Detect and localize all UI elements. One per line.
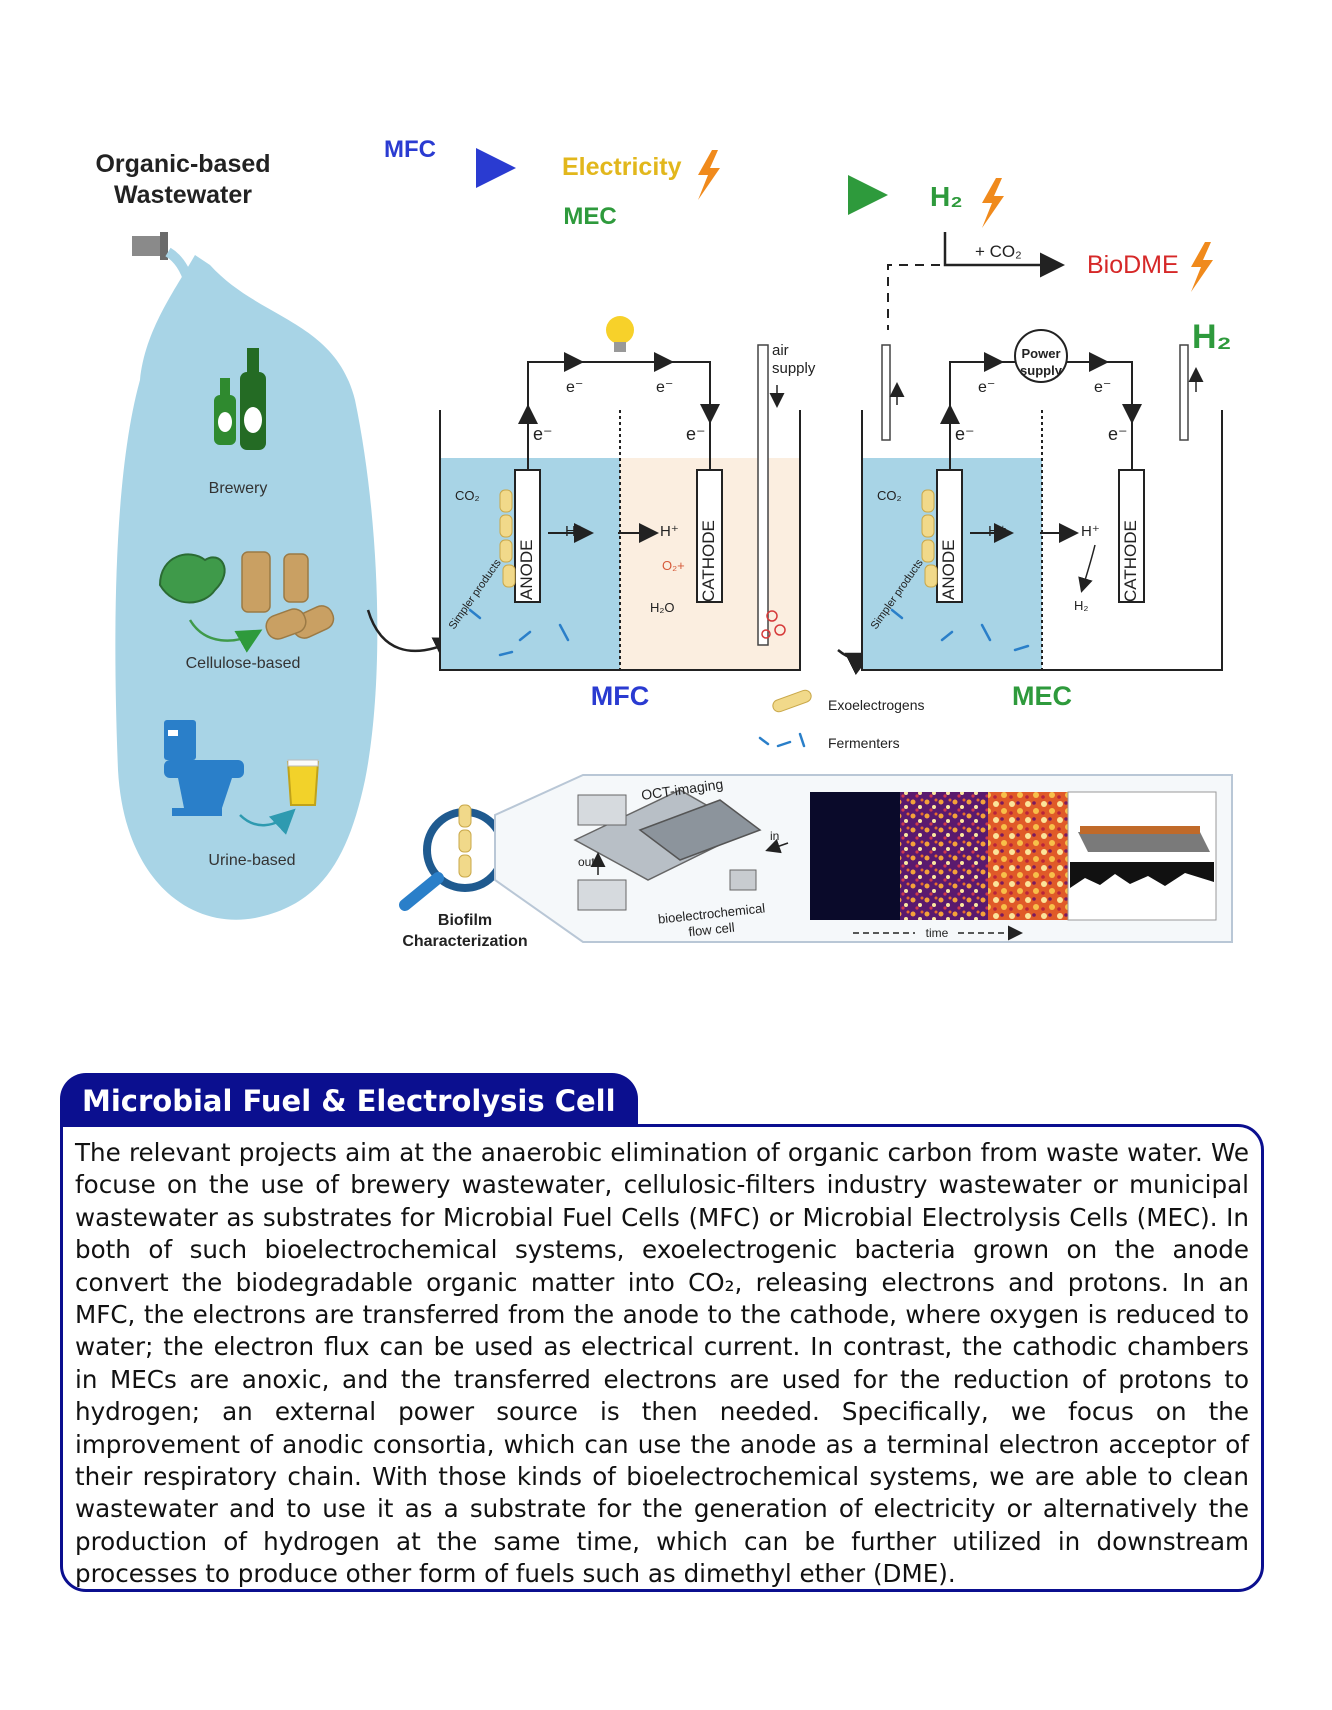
mec-title: MEC (1012, 681, 1072, 711)
svg-text:supply: supply (1020, 363, 1063, 378)
svg-text:Wastewater: Wastewater (114, 181, 252, 209)
svg-text:supply: supply (772, 360, 816, 377)
svg-text:e⁻: e⁻ (1108, 424, 1128, 444)
water-stream (165, 247, 195, 287)
h2-to-biodme-arrow (943, 232, 1065, 278)
svg-text:e⁻: e⁻ (1094, 379, 1111, 396)
lightning-icon (982, 178, 1004, 228)
svg-text:ANODE: ANODE (517, 540, 536, 600)
svg-text:flow cell: flow cell (688, 920, 736, 940)
magnifier-icon (399, 804, 507, 911)
source-urine: Urine-based (208, 852, 295, 869)
svg-text:Biofilm: Biofilm (438, 912, 492, 929)
flow-in-arrow (765, 838, 789, 854)
section-body-box: The relevant projects aim at the anaerob… (60, 1124, 1264, 1592)
svg-text:H⁺: H⁺ (988, 523, 1007, 540)
svg-text:CO₂: CO₂ (877, 488, 902, 503)
h2-top-label: H₂ (930, 181, 963, 212)
svg-text:H₂O: H₂O (650, 600, 675, 615)
flow-cell-device (573, 789, 762, 911)
mfc-mec-process-diagram: Organic-based Wastewater MFC Electricity… (95, 136, 1233, 950)
toilet-icon (164, 720, 244, 816)
co2-recycle-dashed-line (887, 264, 940, 330)
source-brewery: Brewery (209, 480, 268, 497)
svg-text:Organic-based: Organic-based (95, 150, 270, 178)
time-label: time (926, 926, 949, 940)
green-curve-arrow (188, 619, 263, 653)
leaf-icon (158, 553, 226, 604)
svg-text:e⁻: e⁻ (656, 379, 673, 396)
pipe-icon (132, 236, 168, 256)
biofilm-label: Biofilm Characterization (402, 912, 527, 950)
blue-curve-arrow (239, 808, 296, 835)
flow-mec-label: MEC (563, 203, 616, 230)
svg-text:Power: Power (1021, 346, 1060, 361)
svg-text:O₂+: O₂+ (662, 558, 685, 573)
mec-cell: ANODE CATHODE Power supply e⁻ e⁻ e⁻ e⁻ C… (861, 329, 1223, 671)
flow-out-label: out (578, 855, 595, 869)
oct-image-series (810, 791, 1217, 921)
svg-text:CATHODE: CATHODE (1121, 520, 1140, 602)
svg-text:e⁻: e⁻ (533, 424, 553, 444)
source-cellulose: Cellulose-based (186, 655, 301, 672)
svg-text:H₂: H₂ (1074, 598, 1088, 613)
section-title: Microbial Fuel & Electrolysis Cell (60, 1073, 638, 1127)
mfc-title: MFC (591, 681, 649, 711)
svg-text:e⁻: e⁻ (686, 424, 706, 444)
lightning-icon (1191, 242, 1213, 292)
svg-text:air: air (772, 342, 789, 359)
pipe-end (160, 232, 168, 260)
svg-text:e⁻: e⁻ (955, 424, 975, 444)
svg-text:CATHODE: CATHODE (699, 520, 718, 602)
plus-co2-label: + CO₂ (975, 242, 1022, 261)
svg-text:ANODE: ANODE (939, 540, 958, 600)
h2-right-label: H₂ (1192, 318, 1232, 356)
svg-text:H⁺: H⁺ (565, 523, 584, 540)
cork-icon (241, 551, 335, 640)
svg-text:Fermenters: Fermenters (828, 735, 900, 751)
legend: Exoelectrogens Fermenters (758, 689, 925, 751)
svg-text:H⁺: H⁺ (660, 523, 679, 540)
svg-text:CO₂: CO₂ (455, 488, 480, 503)
mfc-cell: ANODE CATHODE e⁻ e⁻ e⁻ e⁻ CO₂ H⁺ H⁺ O₂+ … (439, 316, 816, 671)
svg-text:e⁻: e⁻ (566, 379, 583, 396)
svg-text:e⁻: e⁻ (978, 379, 995, 396)
lightning-icon (698, 150, 720, 200)
svg-text:H⁺: H⁺ (1081, 523, 1100, 540)
svg-text:Exoelectrogens: Exoelectrogens (828, 697, 925, 713)
section-body: The relevant projects aim at the anaerob… (75, 1138, 1249, 1589)
urine-glass-icon (286, 759, 320, 806)
beer-bottles-icon (214, 348, 266, 450)
flow-in-label: in (770, 829, 779, 843)
svg-text:Characterization: Characterization (402, 933, 527, 950)
biodme-label: BioDME (1087, 251, 1179, 279)
flow-mfc-label: MFC (384, 136, 436, 163)
flow-electricity-label: Electricity (562, 153, 682, 181)
source-title: Organic-based Wastewater (95, 150, 270, 209)
